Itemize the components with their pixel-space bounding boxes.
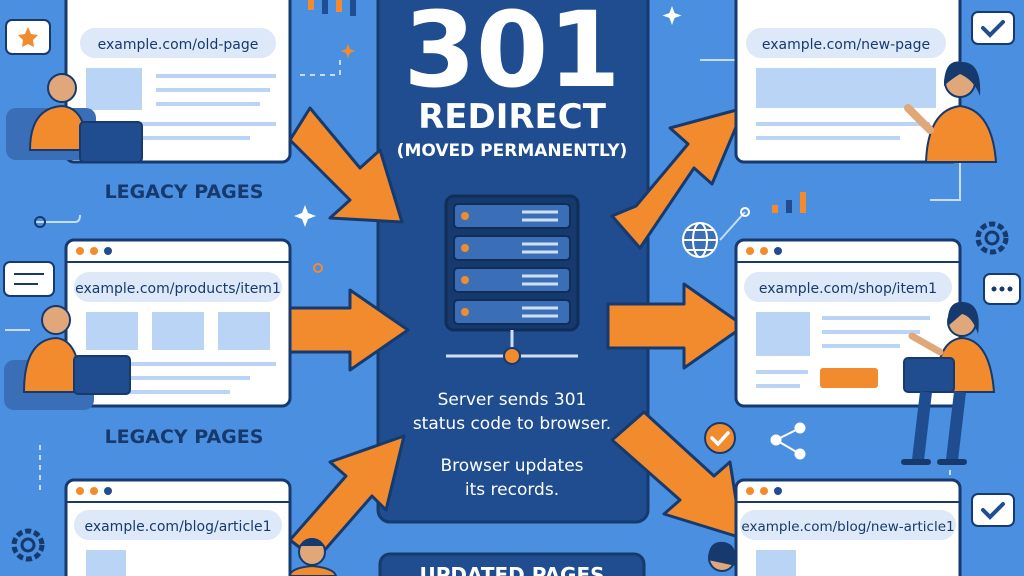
node-icon — [740, 207, 750, 217]
person-with-laptop-2 — [4, 305, 131, 410]
server-icon — [444, 194, 580, 365]
status-code-title: 301 — [403, 0, 620, 111]
new-page-url-1: example.com/new-page — [762, 37, 930, 53]
node-icon — [34, 216, 46, 228]
bar-chart-icon — [772, 192, 806, 213]
person-waving-1 — [904, 61, 998, 163]
share-icon — [770, 422, 806, 460]
sparkle-icon — [294, 205, 316, 227]
new-page-window-3: example.com/blog/new-article1 — [734, 478, 962, 576]
redirect-title: REDIRECT — [418, 97, 607, 137]
old-page-window-3: example.com/blog/article1 — [64, 478, 292, 576]
updated-pages-label: UPDATED PAGES — [419, 563, 604, 576]
browser-description-line2: its records. — [465, 480, 559, 500]
new-page-url-3: example.com/blog/new-article1 — [741, 519, 954, 535]
server-description-line1: Server sends 301 — [438, 390, 587, 410]
gear-icon — [975, 221, 1009, 255]
old-page-url-1: example.com/old-page — [98, 37, 259, 53]
ellipsis-chat-icon — [983, 273, 1021, 305]
sparkle-icons — [294, 6, 682, 227]
chat-bubble-icon — [3, 261, 55, 297]
old-page-url-2: example.com/products/item1 — [75, 281, 281, 297]
redirect-arrows — [288, 106, 746, 562]
star-speech-icon — [5, 19, 51, 55]
server-description-line2: status code to browser. — [413, 414, 611, 434]
person-with-laptop-1 — [6, 73, 143, 163]
checkmark-circle-icon — [704, 422, 736, 454]
arrow-left-top — [288, 106, 404, 224]
legacy-pages-label-2: LEGACY PAGES — [105, 426, 264, 448]
arrow-right-mid — [606, 282, 746, 370]
redirect-subtitle: (MOVED PERMANENTLY) — [397, 141, 628, 161]
checkmark-chat-icon — [971, 11, 1015, 45]
old-page-url-3: example.com/blog/article1 — [84, 519, 271, 535]
arrow-left-mid — [288, 288, 410, 372]
globe-icon — [682, 222, 718, 258]
gear-icon — [11, 528, 45, 562]
bar-chart-icon — [308, 0, 356, 16]
updated-pages-pill — [378, 552, 646, 576]
legacy-pages-label-1: LEGACY PAGES — [105, 181, 264, 203]
browser-description-line1: Browser updates — [440, 456, 583, 476]
sparkle-icon — [662, 6, 682, 25]
checkmark-chat-icon — [971, 493, 1015, 527]
person-3-right — [708, 541, 737, 572]
new-page-url-2: example.com/shop/item1 — [759, 281, 937, 297]
person-with-laptop-4 — [901, 301, 996, 465]
sparkle-icon — [341, 44, 355, 58]
person-with-laptop-3 — [288, 538, 338, 576]
node-icon — [313, 263, 323, 273]
new-page-window-1: example.com/new-page — [734, 0, 962, 164]
